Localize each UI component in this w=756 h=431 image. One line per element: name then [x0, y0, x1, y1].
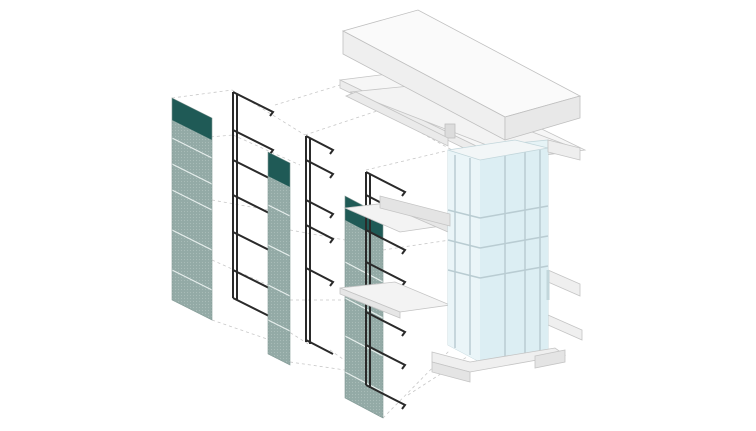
outer-cladding-panel-left — [171, 97, 213, 321]
outer-cladding-panel-middle — [267, 151, 291, 366]
base-plinth — [431, 347, 567, 383]
roof-slab — [341, 9, 582, 141]
floor-slabs — [345, 91, 581, 227]
glazed-shaft — [447, 139, 550, 368]
support-bracket-frame-left — [232, 91, 275, 319]
support-bracket-frame-middle — [305, 135, 335, 355]
